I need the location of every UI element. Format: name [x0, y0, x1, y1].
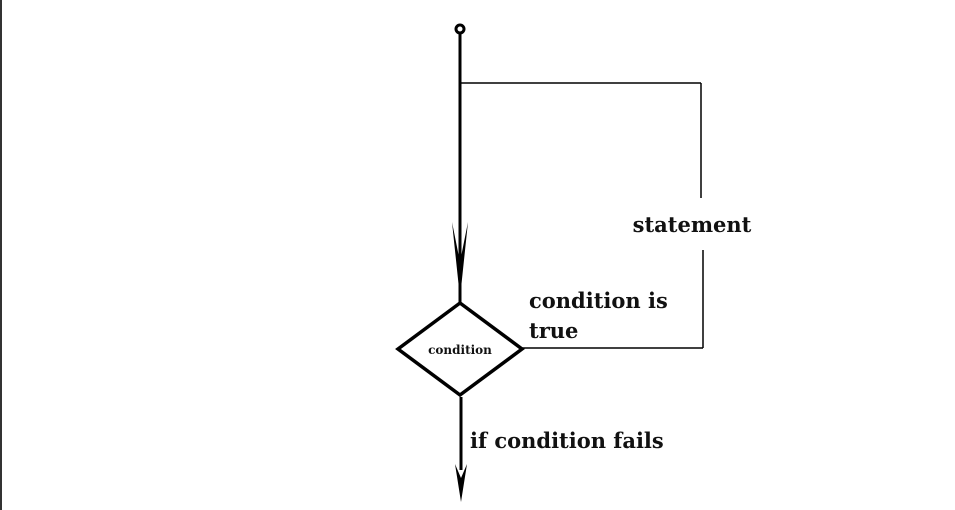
left-border-line [0, 0, 2, 510]
true-branch-label-line1: condition is [529, 288, 668, 313]
decision-diamond [395, 300, 525, 398]
exit-arrowhead [455, 464, 467, 502]
true-branch-label-line2: true [529, 318, 578, 343]
statement-label: statement [633, 212, 752, 237]
false-branch-label: if condition fails [470, 428, 664, 453]
start-node [454, 23, 466, 35]
decision-label: condition [428, 343, 492, 357]
